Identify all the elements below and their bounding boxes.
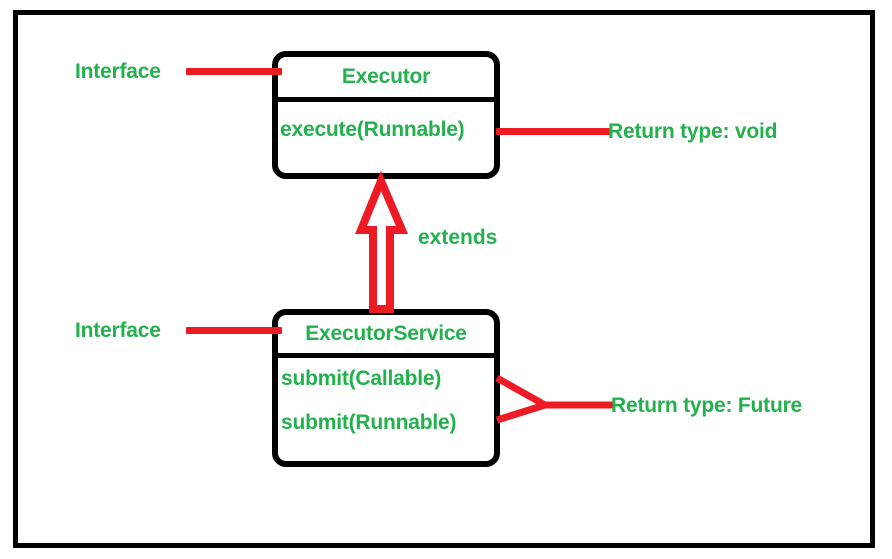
connector-interface-executor-service xyxy=(186,327,282,334)
method-execute-runnable[interactable]: execute(Runnable) xyxy=(280,118,465,141)
class-header-executor: Executor xyxy=(278,57,494,97)
class-box-executor[interactable]: Executor xyxy=(272,51,500,179)
method-submit-runnable[interactable]: submit(Runnable) xyxy=(281,411,457,434)
method-submit-callable[interactable]: submit(Callable) xyxy=(281,367,442,390)
class-name-executor: Executor xyxy=(341,65,431,88)
class-divider-executor-service xyxy=(278,353,494,358)
diagram-frame xyxy=(13,10,875,548)
class-header-executor-service: ExecutorService xyxy=(278,315,494,353)
connector-return-void xyxy=(496,128,610,135)
class-divider-executor xyxy=(278,97,494,102)
class-name-executor-service: ExecutorService xyxy=(305,322,467,345)
connector-interface-executor xyxy=(186,68,282,75)
annotation-interface-top: Interface xyxy=(75,60,161,83)
annotation-return-void: Return type: void xyxy=(608,120,778,143)
annotation-interface-bottom: Interface xyxy=(75,319,161,342)
relationship-label-extends: extends xyxy=(418,226,498,249)
annotation-return-future: Return type: Future xyxy=(611,394,803,417)
